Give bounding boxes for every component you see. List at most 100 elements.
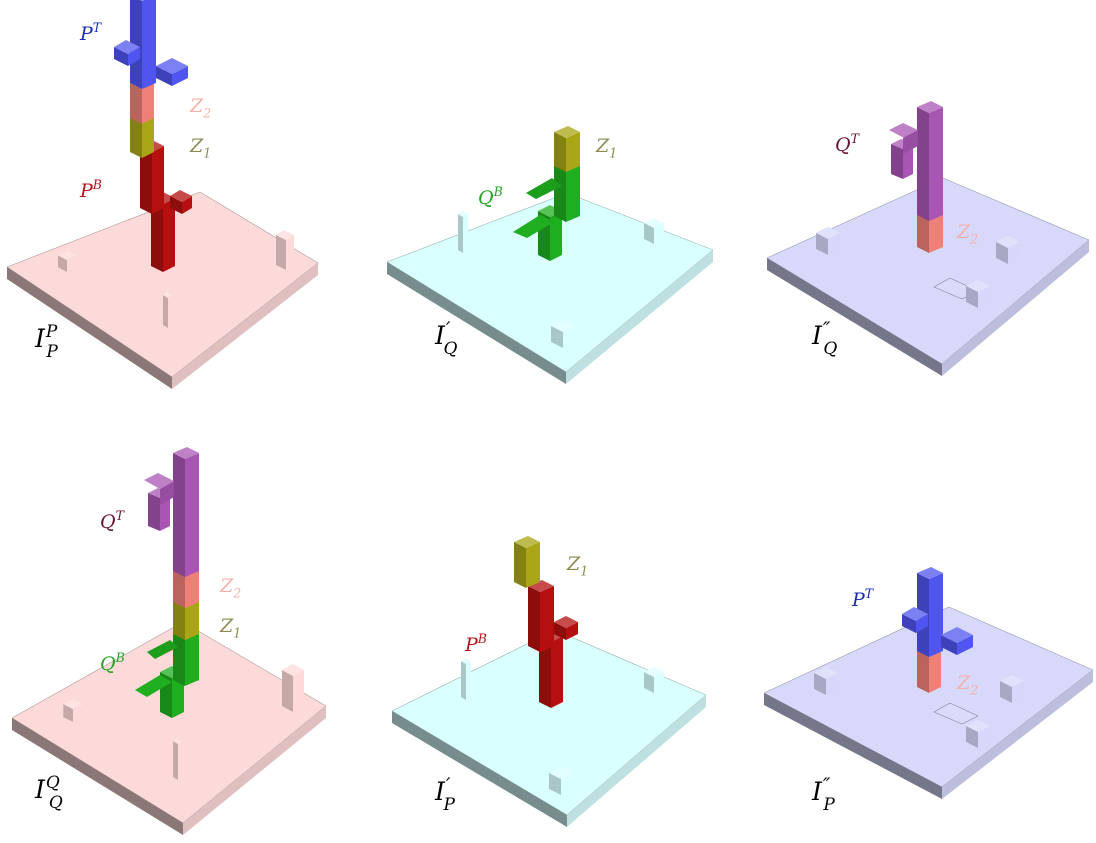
- thin-slab-right-face: [178, 741, 182, 780]
- olive-block-right-face: [526, 542, 540, 588]
- panel-title: I′Q: [434, 317, 457, 359]
- pillar-right-left-face: [276, 235, 286, 270]
- blue-arm-left-top-face: [902, 607, 928, 621]
- red-leg-left-face: [539, 636, 551, 708]
- small-cube-front-right-face: [978, 285, 990, 308]
- small-cube-front-top-face: [966, 279, 990, 292]
- blue-arm-left-top-face: [114, 40, 140, 54]
- qt-label: QT: [835, 131, 861, 156]
- small-cube-front-left-face: [551, 325, 563, 348]
- plate-top-right-left-side: [767, 258, 942, 376]
- plate-bottom-left-right-side: [183, 706, 326, 835]
- red-arm-top-face: [554, 616, 578, 628]
- blue-column-left-face: [130, 0, 142, 89]
- blue-arm-right-top-face: [156, 58, 188, 74]
- blue-arm-left-left-face: [114, 47, 128, 66]
- slab-piece: [933, 702, 979, 725]
- pt-label: PT: [79, 20, 103, 45]
- pt-label: PT: [851, 586, 875, 611]
- thin-slab-left-face: [173, 741, 178, 780]
- red-column-left-face: [528, 586, 540, 652]
- purple-column-right-face: [929, 107, 943, 221]
- panel-title: I′P: [434, 773, 455, 815]
- purple-hook-side: [903, 130, 918, 154]
- z2-label: Z2: [956, 221, 978, 247]
- small-cube-left-left-face: [58, 255, 67, 272]
- purple-column-top-face: [917, 101, 943, 113]
- thin-slab-left-face: [163, 295, 168, 328]
- blue-arm-left-right-face: [128, 47, 140, 66]
- small-wall-right-face: [654, 223, 664, 244]
- red-leg-left-face: [151, 198, 163, 272]
- salmon-block-right-face: [185, 569, 199, 608]
- plate-top-left-right-side: [172, 263, 318, 389]
- small-cube-right-top-face: [996, 235, 1020, 248]
- small-cube-right-right-face: [1008, 241, 1020, 264]
- pillar-right-top-face: [282, 664, 304, 676]
- z1-label: Z1: [189, 135, 211, 161]
- blue-arm-right-left-face: [941, 635, 957, 655]
- z1-label: Z1: [566, 553, 588, 579]
- small-cube-front-left-face: [549, 772, 561, 795]
- blue-column-right-face: [142, 0, 156, 89]
- blue-arm-right-right-face: [957, 635, 973, 655]
- plate-top-middle-left-side: [387, 262, 566, 384]
- green-arm-back: [526, 178, 562, 199]
- z2-label: Z2: [189, 95, 211, 121]
- thin-slab-top-face: [163, 292, 172, 298]
- salmon-block-left-face: [173, 569, 185, 608]
- purple-column-left-face: [173, 453, 185, 577]
- qb-label: QB: [100, 650, 125, 675]
- salmon-block-right-face: [142, 83, 154, 124]
- red-column-left-face: [140, 146, 152, 214]
- green-column-left-face: [173, 632, 185, 686]
- purple-hook-top: [144, 473, 174, 489]
- olive-block-right-face: [566, 132, 580, 172]
- plate-bottom-left-left-side: [12, 718, 183, 835]
- thin-slab-top-face: [173, 738, 182, 744]
- thin-slab-left-face: [461, 661, 466, 700]
- blue-arm-left-right-face: [916, 614, 928, 633]
- small-cube-left-left-face: [63, 704, 73, 722]
- z2-label: Z2: [956, 672, 978, 698]
- blue-column-top-face: [917, 567, 943, 579]
- z1-label: Z1: [219, 615, 241, 641]
- plate-top-right-right-side: [942, 240, 1089, 376]
- small-cube-left-top-face: [814, 666, 838, 679]
- green-leg-right-face: [550, 211, 562, 261]
- salmon-block-left-face: [130, 83, 142, 124]
- pb-label: PB: [464, 631, 487, 656]
- olive-block-left-face: [554, 132, 566, 172]
- small-cube-left-left-face: [814, 672, 826, 695]
- z1-label: Z1: [595, 135, 617, 161]
- plate-bottom-middle-right-side: [567, 695, 706, 827]
- purple-hook-down-right-face: [903, 144, 913, 179]
- small-cube-front-top-face: [966, 719, 990, 732]
- blue-column-right-face: [929, 573, 943, 657]
- plate-top-left-left-side: [7, 267, 172, 389]
- green-column-right-face: [566, 161, 580, 222]
- plate-top-middle-right-side: [566, 250, 713, 384]
- small-wall-left-face: [644, 223, 654, 244]
- small-cube-left-right-face: [828, 232, 840, 255]
- purple-hook-down-left-face: [148, 493, 160, 531]
- salmon-block-left-face: [917, 214, 929, 253]
- green-column-right-face: [185, 632, 199, 686]
- small-cube-front-right-face: [561, 772, 573, 795]
- purple-hook-side: [160, 481, 174, 505]
- blue-arm-right-right-face: [172, 66, 188, 86]
- green-arm-back: [147, 640, 178, 659]
- small-wall-top-face: [644, 667, 664, 677]
- plate-bottom-middle-left-side: [392, 711, 567, 827]
- z2-label: Z2: [219, 575, 241, 601]
- small-cube-front-right-face: [563, 325, 575, 348]
- thin-slab-right-face: [466, 661, 471, 700]
